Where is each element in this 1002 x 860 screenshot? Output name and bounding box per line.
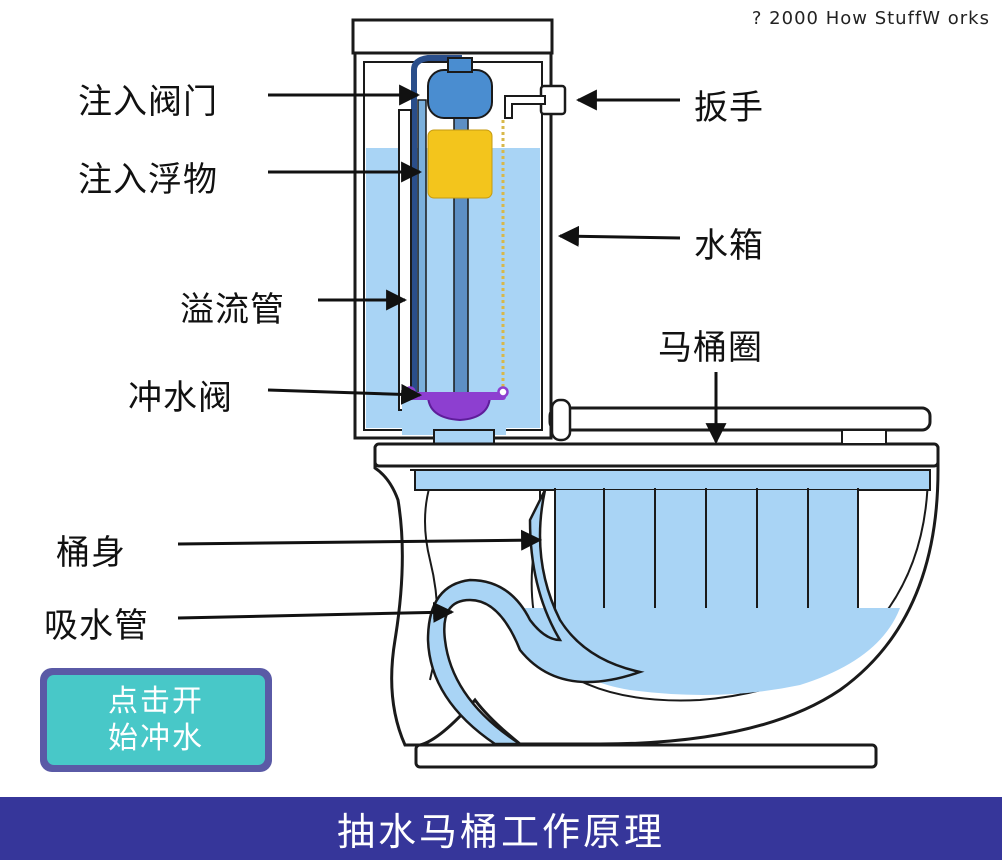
siphon-tube	[426, 489, 645, 746]
label-tank: 水箱	[694, 226, 764, 266]
label-seat: 马桶圈	[658, 328, 763, 368]
arrow-tank	[557, 225, 681, 247]
rim-channel	[414, 469, 931, 491]
tank-lid	[351, 18, 554, 55]
flush-button-line2: 始冲水	[108, 721, 204, 756]
footer-title: 抽水马桶工作原理	[336, 810, 665, 854]
label-fill-float: 注入浮物	[78, 160, 218, 200]
label-bowl-body: 桶身	[56, 533, 126, 573]
label-fill-valve: 注入阀门	[78, 82, 218, 122]
flush-button-line1: 点击开	[108, 684, 204, 719]
toilet-base	[414, 743, 878, 769]
toilet-seat	[373, 442, 940, 468]
arrow-siphon-tube	[177, 601, 455, 623]
arrow-bowl-body	[177, 529, 543, 551]
refill-tube	[417, 99, 427, 411]
flush-button[interactable]: 点击开 始冲水	[40, 668, 272, 772]
footer-title-bar: 抽水马桶工作原理	[0, 797, 1002, 860]
label-handle: 扳手	[694, 88, 764, 128]
label-siphon-tube: 吸水管	[44, 606, 149, 646]
copyright-text: ? 2000 How StuffW orks	[751, 8, 990, 29]
fill-float	[427, 129, 493, 199]
seat-lid	[548, 406, 932, 432]
flapper	[426, 394, 492, 422]
flush-button-face[interactable]: 点击开 始冲水	[47, 675, 265, 765]
label-overflow-tube: 溢流管	[180, 290, 285, 330]
fill-valve	[427, 69, 493, 119]
label-flush-valve: 冲水阀	[128, 378, 233, 418]
arrow-flush-valve	[267, 383, 423, 405]
